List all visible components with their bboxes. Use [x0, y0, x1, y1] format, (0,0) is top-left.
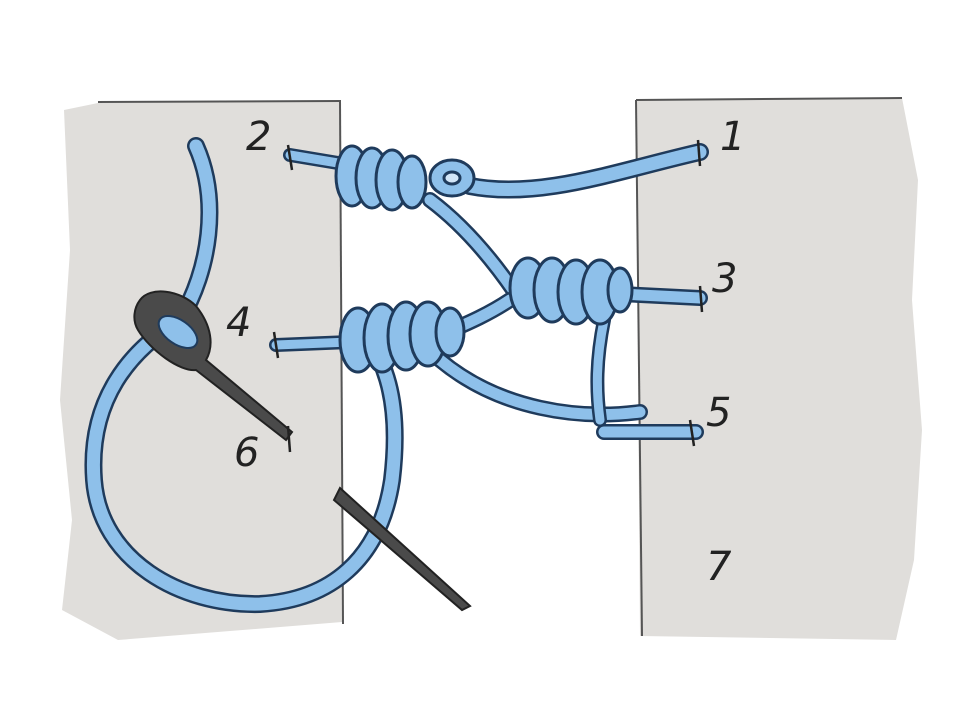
right-fabric-panel: [636, 98, 922, 640]
right-panel-top-edge: [635, 97, 903, 101]
knot-middle: [508, 256, 634, 326]
label-3: 3: [712, 256, 737, 302]
label-6: 6: [234, 430, 259, 476]
left-panel-top-edge: [97, 100, 341, 103]
label-4: 4: [226, 300, 251, 346]
knot-lower: [338, 300, 466, 374]
stitch-markers: [272, 139, 704, 453]
label-1: 1: [720, 114, 745, 160]
label-2: 2: [246, 114, 271, 160]
label-7: 7: [706, 544, 732, 590]
knot-upper: [334, 144, 476, 212]
right-panel-edge: [635, 99, 643, 637]
label-5: 5: [706, 390, 731, 436]
